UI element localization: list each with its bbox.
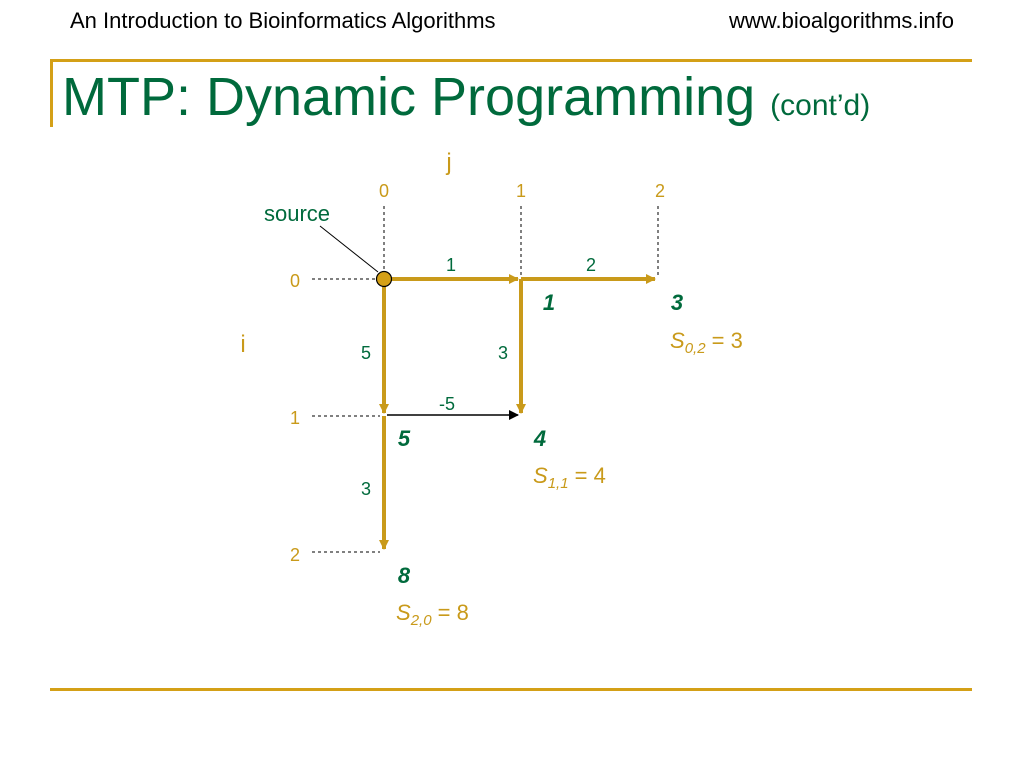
weight-v-0-1: 5 (361, 343, 371, 363)
guide-lines (312, 206, 659, 553)
score-s20: S2,0 = 8 (396, 600, 469, 629)
source-label: source (264, 201, 330, 226)
axis-j-label: j (445, 149, 451, 176)
col-label-0: 0 (379, 181, 389, 201)
slide-title: MTP: Dynamic Programming (cont’d) (62, 66, 870, 128)
score-s20-subscript: 2,0 (410, 612, 433, 629)
node-value-0-1: 1 (543, 290, 555, 315)
weight-v-1-1: 3 (498, 343, 508, 363)
score-s02-value: = 3 (706, 328, 743, 353)
axis-i-label: i (240, 331, 245, 358)
weight-v-1-2: 3 (361, 479, 371, 499)
score-s20-value: = 8 (432, 600, 469, 625)
node-value-0-2: 3 (671, 290, 683, 315)
score-s02: S0,2 = 3 (670, 328, 743, 357)
left-rule (50, 59, 53, 127)
bottom-rule (50, 688, 972, 691)
score-s02-symbol: S (670, 328, 685, 353)
score-s11-symbol: S (533, 463, 548, 488)
score-s20-symbol: S (396, 600, 411, 625)
node-value-1-0: 5 (398, 426, 411, 451)
slide-title-main: MTP: Dynamic Programming (62, 67, 756, 127)
node-value-2-0: 8 (398, 563, 411, 588)
source-node (375, 270, 393, 288)
slide-title-sub: (cont’d) (770, 89, 871, 122)
row-label-0: 0 (290, 271, 300, 291)
score-s11-subscript: 1,1 (548, 475, 569, 492)
weight-h-0-0-1: 1 (446, 255, 456, 275)
source-pointer (319, 225, 379, 273)
row-label-2: 2 (290, 545, 300, 565)
score-s02-subscript: 0,2 (685, 340, 707, 357)
col-label-1: 1 (516, 181, 526, 201)
score-s11: S1,1 = 4 (533, 463, 606, 492)
row-label-1: 1 (290, 408, 300, 428)
header-website: www.bioalgorithms.info (729, 8, 954, 33)
col-label-2: 2 (655, 181, 665, 201)
node-value-1-1: 4 (533, 426, 546, 451)
score-s11-value: = 4 (569, 463, 606, 488)
weight-h-0-1-2: 2 (586, 255, 596, 275)
weight-h-1-0-1: -5 (439, 394, 455, 414)
top-rule (50, 59, 972, 62)
header-course-title: An Introduction to Bioinformatics Algori… (70, 8, 496, 33)
